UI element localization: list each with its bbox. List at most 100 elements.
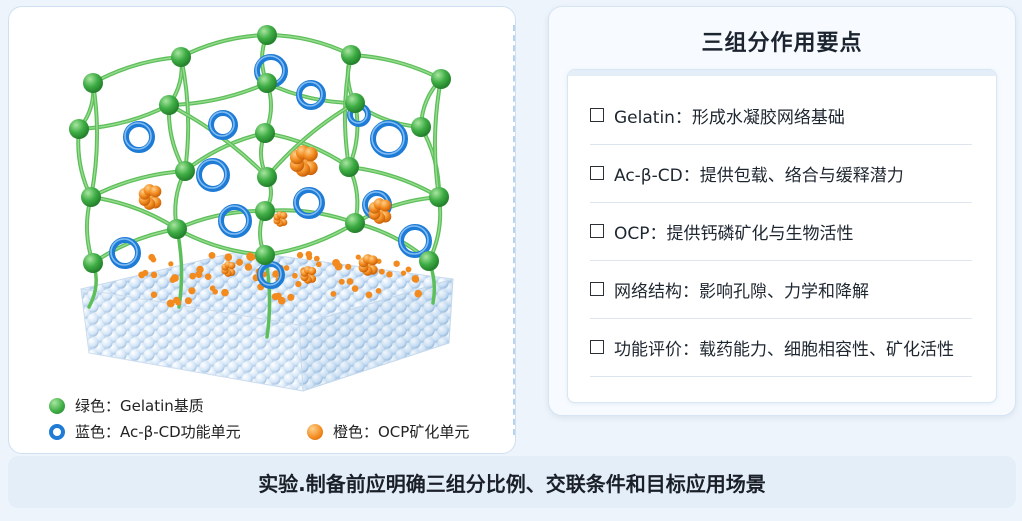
- ocp-particle: [386, 271, 393, 278]
- gelatin-strand: [91, 55, 183, 85]
- ocp-particle: [208, 251, 216, 259]
- ocp-particle: [405, 266, 412, 273]
- legend-orange: 橙色：OCP矿化单元: [307, 421, 469, 442]
- gelatin-strand-highlight: [264, 222, 356, 256]
- ocp-particle: [168, 261, 174, 267]
- checkbox-icon: [590, 224, 604, 238]
- cd-ring: [123, 121, 155, 153]
- ocp-particle: [351, 285, 359, 292]
- gelatin-node: [419, 251, 439, 271]
- gelatin-node: [167, 219, 187, 239]
- gelatin-strand-highlight: [168, 104, 186, 172]
- legend-orange-label: 橙色：OCP矿化单元: [333, 423, 470, 441]
- gelatin-node: [257, 25, 277, 45]
- point-text: OCP：提供钙磷矿化与生物活性: [614, 223, 854, 244]
- ocp-particle: [221, 288, 229, 297]
- gelatin-node: [83, 253, 103, 273]
- cd-ring: [196, 158, 230, 192]
- gelatin-node: [171, 47, 191, 67]
- ocp-particle: [212, 288, 218, 295]
- ocp-particle: [400, 270, 407, 276]
- cd-ring-highlight: [294, 188, 322, 216]
- legend-blue-label: 蓝色：Ac-β-CD功能单元: [75, 423, 241, 441]
- cd-ring-highlight: [197, 159, 227, 189]
- ocp-particle: [292, 272, 298, 279]
- point-text: Gelatin：形成水凝胶网络基础: [614, 107, 845, 128]
- ocp-cluster-grain: [149, 185, 162, 198]
- ocp-particle: [355, 254, 361, 260]
- key-points-list: Gelatin：形成水凝胶网络基础 Ac-β-CD：提供包载、络合与缓释潜力 O…: [567, 69, 997, 403]
- gelatin-node: [345, 213, 365, 233]
- gelatin-strand: [89, 169, 187, 199]
- ocp-particle: [283, 265, 290, 271]
- ocp-particle: [277, 296, 286, 305]
- point-ocp: OCP：提供钙磷矿化与生物活性: [590, 202, 972, 261]
- gelatin-node: [345, 93, 365, 113]
- cd-ring-highlight: [297, 81, 323, 107]
- gelatin-strand: [347, 165, 441, 199]
- ocp-particle: [306, 254, 313, 261]
- ocp-particle: [189, 272, 197, 280]
- cd-ring: [218, 204, 252, 238]
- ocp-particle: [188, 287, 196, 295]
- gelatin-strand: [263, 221, 357, 257]
- gelatin-strand-highlight: [350, 54, 442, 80]
- ocp-cluster-grain: [228, 261, 236, 270]
- gelatin-node: [81, 187, 101, 207]
- orange-dot-icon: [307, 423, 323, 440]
- gelatin-node: [257, 73, 277, 93]
- cd-ring: [109, 237, 141, 269]
- ocp-particle: [414, 289, 423, 298]
- ocp-cluster-grain: [379, 199, 392, 212]
- ocp-particle: [313, 255, 320, 262]
- cd-ring: [296, 80, 326, 110]
- legend-green-label: 绿色：Gelatin基质: [75, 397, 204, 415]
- footer-banner: 实验.制备前应明确三组分比例、交联条件和目标应用场景: [8, 456, 1016, 508]
- gelatin-strand-highlight: [92, 56, 182, 84]
- card-title: 三组分作用要点: [701, 31, 863, 56]
- ocp-particle: [246, 252, 255, 261]
- gelatin-node: [429, 187, 449, 207]
- gelatin-strand-highlight: [176, 228, 266, 256]
- checkbox-icon: [590, 166, 604, 180]
- ocp-particle: [345, 263, 352, 270]
- point-text: 功能评价：载药能力、细胞相容性、矿化活性: [614, 339, 954, 360]
- checkbox-icon: [590, 282, 604, 296]
- ocp-particle: [378, 268, 385, 275]
- gelatin-node: [255, 201, 275, 221]
- ocp-particle: [393, 260, 400, 267]
- gelatin-node: [159, 95, 179, 115]
- gelatin-node: [339, 157, 359, 177]
- ocp-particle: [236, 258, 244, 266]
- gelatin-strand-highlight: [90, 170, 186, 198]
- gelatin-node: [175, 161, 195, 181]
- gelatin-strand: [167, 81, 269, 107]
- gelatin-strand-highlight: [348, 166, 440, 198]
- ocp-particle: [166, 299, 175, 308]
- ocp-particle: [413, 277, 420, 283]
- cd-ring: [370, 120, 408, 158]
- ocp-cluster-grain: [367, 255, 378, 266]
- gelatin-strand: [179, 33, 269, 59]
- cd-ring: [257, 261, 285, 289]
- cd-ring-highlight: [124, 122, 152, 150]
- checkbox-icon: [590, 108, 604, 122]
- ocp-particle: [330, 290, 337, 297]
- ocp-cluster-grain: [303, 146, 318, 162]
- point-functional-evaluation: 功能评价：载药能力、细胞相容性、矿化活性: [590, 318, 972, 377]
- ocp-particle: [138, 271, 146, 279]
- ocp-particle: [184, 297, 192, 305]
- ocp-particle: [375, 288, 382, 294]
- gelatin-node: [411, 117, 431, 137]
- footer-text: 实验.制备前应明确三组分比例、交联条件和目标应用场景: [258, 471, 766, 496]
- cd-ring-highlight: [371, 121, 405, 155]
- point-ac-beta-cd: Ac-β-CD：提供包载、络合与缓释潜力: [590, 144, 972, 203]
- cd-ring: [398, 224, 432, 258]
- checkbox-icon: [590, 340, 604, 354]
- ocp-cluster-grain: [280, 211, 288, 220]
- ocp-particle: [334, 262, 343, 271]
- gelatin-strand-highlight: [168, 82, 268, 106]
- ocp-particle: [295, 280, 302, 288]
- key-points-card: 三组分作用要点 Gelatin：形成水凝胶网络基础 Ac-β-CD：提供包载、络…: [548, 6, 1016, 416]
- ocp-particle: [169, 276, 176, 283]
